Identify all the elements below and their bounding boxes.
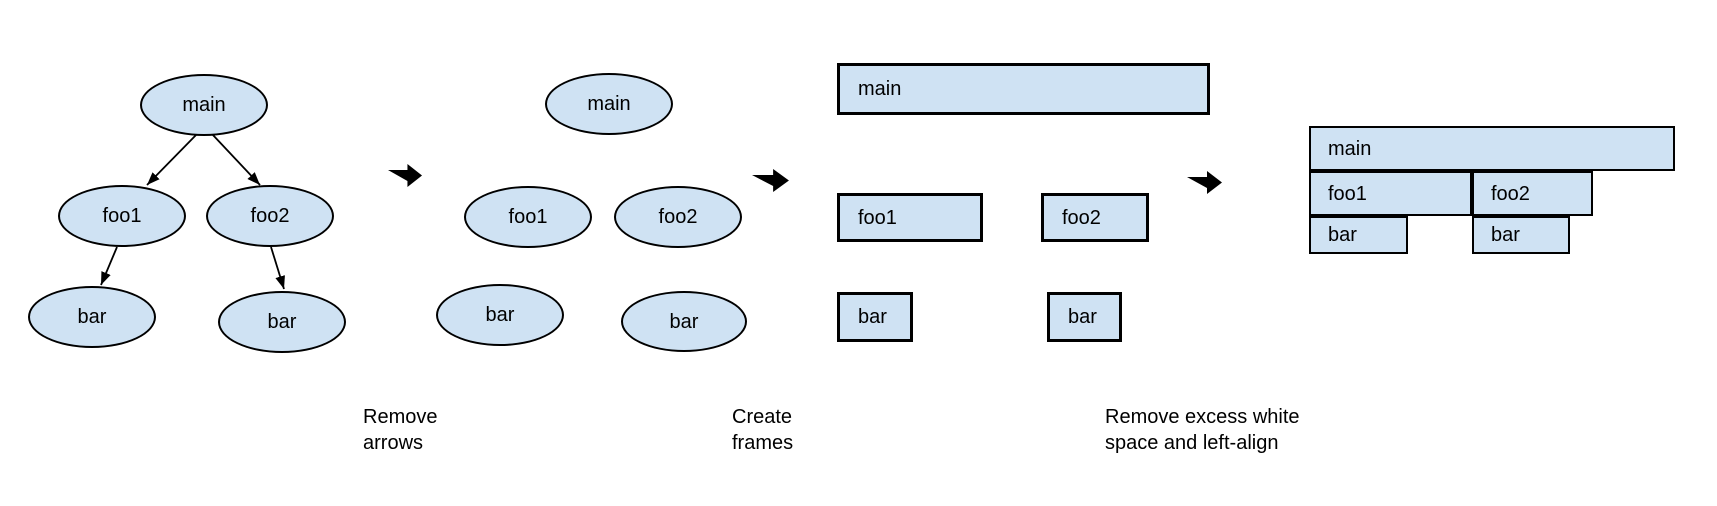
transition-arrow-icon-1 — [388, 164, 423, 187]
flame-graph-node-foo2: foo2 — [1472, 171, 1593, 216]
flame-graph-node-main: main — [1309, 126, 1675, 171]
caption-remove-whitespace: Remove excess white space and left-align — [1105, 406, 1300, 454]
no-arrows-node-foo2: foo2 — [614, 186, 742, 248]
no-arrows-node-foo1: foo1 — [464, 186, 592, 248]
transition-arrow-icon-3 — [1187, 171, 1222, 194]
call-tree-node-bar-left: bar — [28, 286, 156, 348]
frames-node-main: main — [837, 63, 1210, 115]
no-arrows-node-bar-right: bar — [621, 291, 747, 352]
caption-remove-arrows: Remove arrows — [363, 406, 438, 454]
frames-node-bar-left: bar — [837, 292, 913, 342]
no-arrows-node-main: main — [545, 73, 673, 135]
frames-node-foo2: foo2 — [1041, 193, 1149, 242]
call-tree-node-foo1: foo1 — [58, 185, 186, 247]
call-tree-node-main: main — [140, 74, 268, 136]
call-tree-node-bar-right: bar — [218, 291, 346, 353]
caption-create-frames: Create frames — [732, 406, 794, 454]
no-arrows-node-bar-left: bar — [436, 284, 564, 346]
frames-node-foo1: foo1 — [837, 193, 983, 242]
flame-graph-node-bar-right: bar — [1472, 216, 1570, 254]
edge-main-foo2-arrow — [211, 133, 261, 186]
flame-graph-node-foo1: foo1 — [1309, 171, 1472, 216]
edge-main-foo1-arrow — [146, 133, 198, 186]
call-tree-node-foo2: foo2 — [206, 185, 334, 247]
transition-arrow-icon-2 — [752, 169, 789, 192]
edge-foo1-bar-arrow — [100, 246, 118, 286]
edge-foo2-bar-arrow — [270, 246, 285, 290]
frames-node-bar-right: bar — [1047, 292, 1122, 342]
flame-graph-node-bar-left: bar — [1309, 216, 1408, 254]
